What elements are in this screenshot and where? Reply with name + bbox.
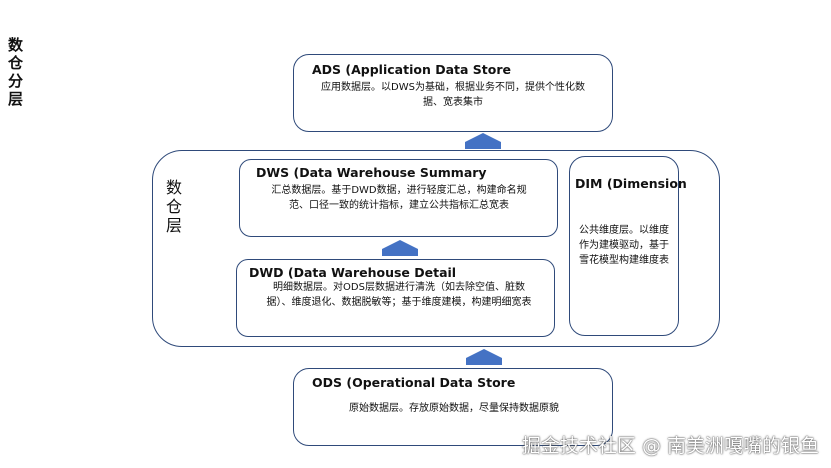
dim-title: DIM (Dimension	[575, 176, 687, 191]
ads-box: ADS (Application Data Store 应用数据层。以DWS为基…	[293, 54, 613, 132]
dws-title: DWS (Data Warehouse Summary	[256, 165, 487, 180]
dim-box: DIM (Dimension 公共维度层。以维度作为建模驱动，基于雪花模型构建维…	[569, 156, 687, 336]
dim-description: 公共维度层。以维度作为建模驱动，基于雪花模型构建维度表	[579, 225, 669, 266]
ods-box: ODS (Operational Data Store 原始数据层。存放原始数据…	[293, 368, 613, 446]
dwd-title: DWD (Data Warehouse Detail	[249, 265, 457, 280]
dwd-box: DWD (Data Warehouse Detail 明细数据层。对ODS层数据…	[236, 259, 555, 337]
ads-description: 应用数据层。以DWS为基础，根据业务不同，提供个性化数据、宽表集市	[321, 82, 585, 108]
watermark: 掘金技术社区 @ 南美洲嘎嘴的银鱼	[521, 435, 819, 457]
dws-description: 汇总数据层。基于DWD数据，进行轻度汇总，构建命名规范、口径一致的统计指标，建立…	[271, 185, 527, 211]
dws-box: DWS (Data Warehouse Summary 汇总数据层。基于DWD数…	[239, 159, 558, 237]
dwd-description: 明细数据层。对ODS层数据进行清洗（如去除空值、脏数据）、维度退化、数据脱敏等；…	[266, 282, 532, 308]
warehouse-layer-container	[152, 150, 720, 347]
ods-title: ODS (Operational Data Store	[312, 375, 516, 390]
diagram-title: 数仓分层	[8, 36, 24, 108]
ads-title: ADS (Application Data Store	[312, 62, 511, 77]
warehouse-layer-label: 数仓层	[166, 178, 183, 235]
ods-description: 原始数据层。存放原始数据，尽量保持数据原貌	[349, 403, 559, 414]
